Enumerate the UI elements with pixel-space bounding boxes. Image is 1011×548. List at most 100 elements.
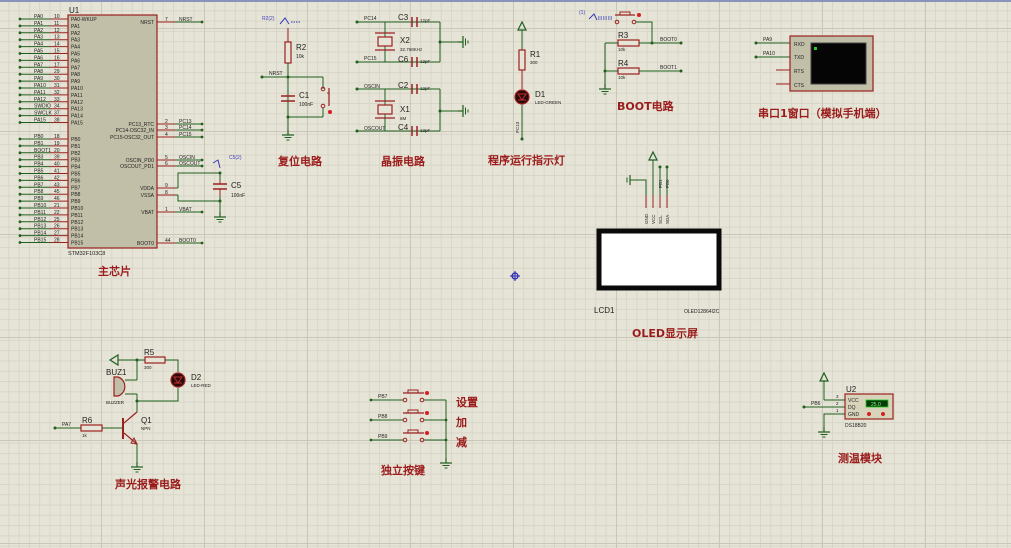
svg-text:PA5: PA5 — [34, 49, 43, 55]
svg-text:RTS: RTS — [794, 69, 805, 75]
oled-display[interactable]: PB1 PB0 GND VCC SCL SDA LCD1 OLED12864I2… — [594, 151, 722, 315]
svg-text:LED-GREEN: LED-GREEN — [535, 100, 561, 105]
key-button-pb7[interactable]: PB7 — [369, 389, 446, 403]
svg-text:NRST: NRST — [140, 20, 154, 26]
probe-boot[interactable]: (1) — [579, 10, 585, 16]
virtual-terminal[interactable]: PA9 PA10 RXD TXD RTS CTS — [754, 35, 874, 92]
svg-text:30: 30 — [54, 76, 60, 82]
alarm-circuit[interactable]: R5 300 D2 LED-RED BUZ1 BUZZER PA7 R6 1k … — [53, 348, 212, 473]
svg-text:R5: R5 — [144, 348, 155, 357]
probe-r2[interactable]: R2(2) — [262, 16, 275, 22]
svg-text:PC14: PC14 — [364, 16, 377, 22]
section-title-keys: 独立按键 — [380, 463, 426, 477]
svg-text:PB15: PB15 — [34, 238, 46, 244]
svg-text:PA2: PA2 — [34, 28, 43, 34]
svg-text:PB13: PB13 — [71, 227, 83, 233]
temp-decrease-button[interactable] — [867, 412, 871, 416]
section-title-crystal: 晶振电路 — [381, 154, 426, 168]
svg-text:PB1: PB1 — [34, 141, 44, 147]
svg-text:PB10: PB10 — [71, 206, 83, 212]
svg-text:D1: D1 — [535, 90, 546, 99]
svg-text:PB2: PB2 — [71, 151, 81, 157]
svg-text:PC13_RTC: PC13_RTC — [129, 122, 155, 128]
temp-increase-button[interactable] — [881, 412, 885, 416]
svg-text:10k: 10k — [618, 75, 626, 80]
svg-text:OSCOUT: OSCOUT — [179, 161, 200, 167]
svg-text:VBAT: VBAT — [141, 210, 154, 216]
u1-ref: U1 — [69, 6, 80, 15]
svg-text:PB0: PB0 — [71, 137, 81, 143]
svg-text:PA9: PA9 — [71, 79, 80, 85]
probe-c5[interactable]: C5(2) — [229, 155, 242, 161]
svg-text:X1: X1 — [400, 105, 410, 114]
section-title-indicator: 程序运行指示灯 — [488, 153, 565, 167]
crystal-circuit[interactable]: PC14 PC15 X2 32.768KHz C3 C6 12pF 12pF O… — [355, 13, 469, 136]
ds18b20-sensor[interactable]: PB6 3 2 1 U2 VCC DQ GND 25.0 DS18B20 — [802, 372, 894, 438]
svg-text:8: 8 — [165, 190, 168, 196]
svg-text:39: 39 — [54, 155, 60, 161]
c5-capacitor[interactable]: C5 100nF C5(2) — [177, 155, 245, 223]
section-title-alarm: 声光报警电路 — [114, 477, 182, 491]
svg-text:VBAT: VBAT — [179, 207, 192, 213]
key-button-pb9[interactable]: PB9 — [369, 429, 448, 443]
svg-text:PA6: PA6 — [71, 58, 80, 64]
reset-circuit[interactable]: R2(2) R2 10k NRST C1 100nF — [260, 16, 333, 141]
svg-text:SWCLK: SWCLK — [34, 111, 52, 117]
svg-text:PB5: PB5 — [71, 172, 81, 178]
svg-text:PB6: PB6 — [71, 178, 81, 184]
svg-text:PA13: PA13 — [71, 107, 83, 113]
svg-text:PB11: PB11 — [71, 213, 83, 219]
indicator-led-circuit[interactable]: R1 300 D1 LED-GREEN PC13 — [514, 21, 561, 141]
key-button-pb8[interactable]: PB8 — [369, 409, 448, 423]
svg-text:1k: 1k — [82, 433, 88, 438]
svg-text:R6: R6 — [82, 416, 93, 425]
svg-text:LCD1: LCD1 — [594, 306, 615, 315]
svg-text:PB7: PB7 — [378, 394, 388, 400]
svg-text:PB7: PB7 — [71, 185, 81, 191]
boot-circuit[interactable]: (1) R3 10k BOOT0 R4 10k BOOT1 — [579, 10, 683, 95]
svg-text:BUZ1: BUZ1 — [106, 368, 127, 377]
